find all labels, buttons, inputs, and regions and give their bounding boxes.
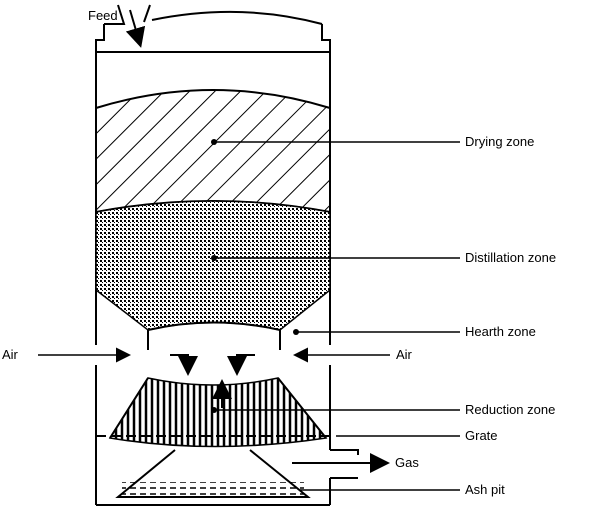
ash-layer bbox=[122, 482, 304, 496]
flow-arrow-left bbox=[170, 354, 198, 376]
flow-arrow-right bbox=[227, 354, 255, 376]
reduction-zone-label: Reduction zone bbox=[465, 402, 555, 417]
reduction-zone-region bbox=[108, 377, 328, 448]
vessel-dome bbox=[151, 10, 323, 25]
feed-chute-left bbox=[104, 4, 126, 25]
hearth-zone-label: Hearth zone bbox=[465, 324, 536, 339]
drying-zone-region bbox=[95, 89, 331, 214]
reduction-cone-sides bbox=[109, 377, 327, 439]
gas-outlet-top bbox=[330, 449, 359, 455]
vessel-top-shoulders bbox=[95, 24, 331, 53]
air-left-label: Air bbox=[2, 347, 19, 362]
distillation-zone-label: Distillation zone bbox=[465, 250, 556, 265]
feed-arrow bbox=[125, 9, 146, 48]
ash-pit-label: Ash pit bbox=[465, 482, 505, 497]
hearth-arc bbox=[147, 321, 281, 331]
ash-pit-cone bbox=[115, 449, 311, 498]
gas-label: Gas bbox=[395, 455, 419, 470]
feed-label: Feed bbox=[88, 8, 118, 23]
drying-zone-label: Drying zone bbox=[465, 134, 534, 149]
feed-chute-right bbox=[143, 4, 151, 23]
air-right-label: Air bbox=[396, 347, 413, 362]
distillation-zone-region bbox=[95, 200, 331, 331]
grate-label: Grate bbox=[465, 428, 498, 443]
